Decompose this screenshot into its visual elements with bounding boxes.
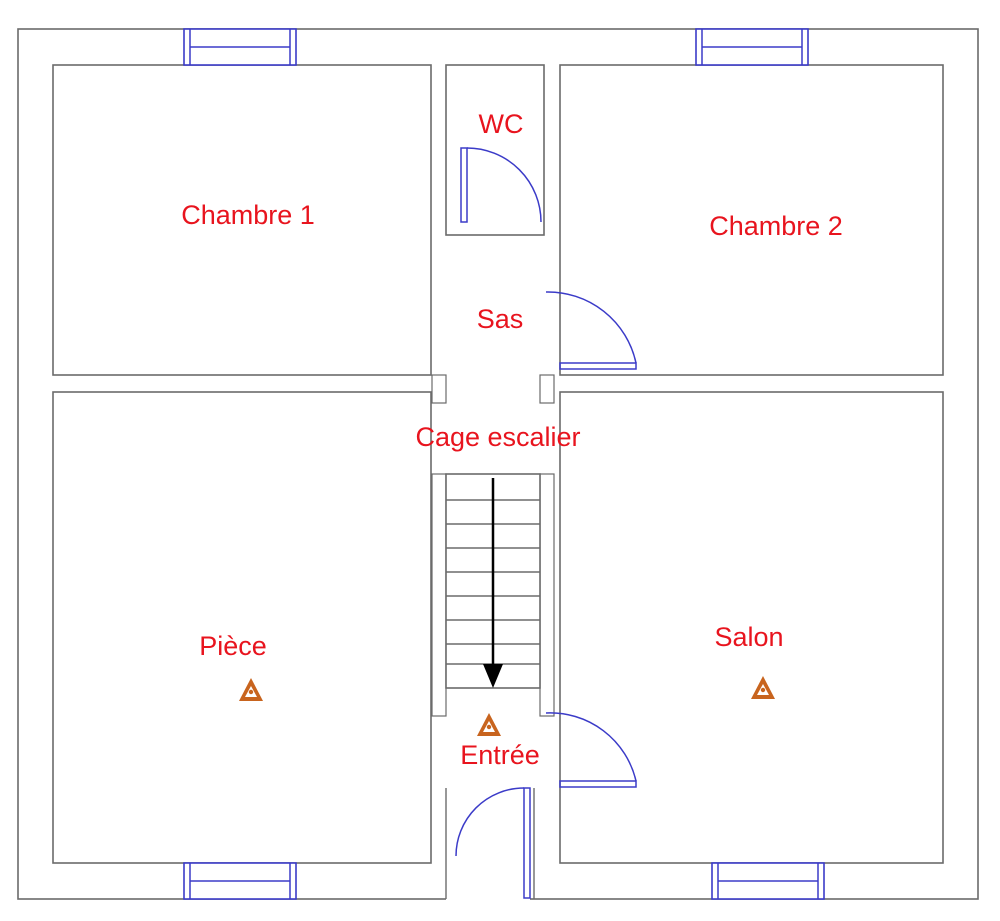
- label-sas: Sas: [477, 304, 524, 334]
- door-chambre-2: [545, 291, 637, 370]
- window: [183, 862, 297, 900]
- label-entree: Entrée: [460, 740, 540, 770]
- label-salon: Salon: [714, 622, 783, 652]
- label-chambre-2: Chambre 2: [709, 211, 843, 241]
- window: [695, 28, 809, 66]
- entrance-opening: [446, 858, 530, 902]
- wall-stub: [539, 473, 555, 717]
- room-piece: [52, 391, 432, 864]
- window: [183, 28, 297, 66]
- stair-arrow-icon: [483, 478, 503, 688]
- door-entrance: [455, 787, 531, 899]
- window: [711, 862, 825, 900]
- label-chambre-1: Chambre 1: [181, 200, 315, 230]
- room-chambre-1: [52, 64, 432, 376]
- warning-triangle-icon: [477, 713, 501, 736]
- label-piece: Pièce: [199, 631, 267, 661]
- label-wc: WC: [479, 109, 524, 139]
- warning-triangle-icon: [239, 678, 263, 701]
- room-salon: [559, 391, 944, 864]
- door-wc: [460, 147, 542, 223]
- door-salon: [545, 712, 637, 788]
- wall-stub: [431, 473, 447, 717]
- wall-stub: [431, 374, 447, 404]
- room-wc: [445, 64, 545, 236]
- room-chambre-2: [559, 64, 944, 376]
- warning-triangle-icon: [751, 676, 775, 699]
- label-cage-escalier: Cage escalier: [415, 422, 580, 452]
- wall-stub: [539, 374, 555, 404]
